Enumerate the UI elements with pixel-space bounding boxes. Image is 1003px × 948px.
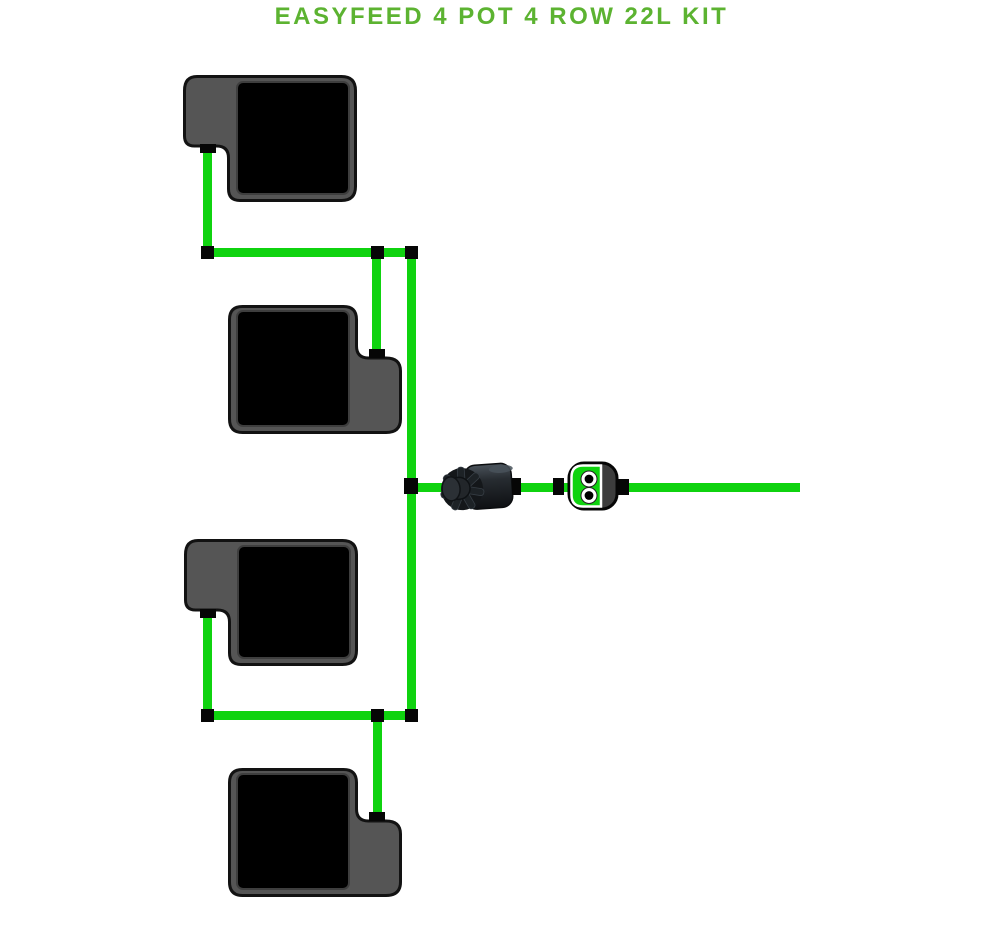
pot-4 [236, 773, 350, 890]
valve-outlet-coupler [616, 479, 629, 495]
tube-bottom-manifold [203, 711, 416, 720]
tube-pot2-drop [372, 257, 381, 351]
pot-tray-2 [228, 305, 402, 434]
pot2-outlet-fitting [369, 349, 385, 358]
valve-inlet-coupler [553, 478, 564, 495]
tube-pot3-drop [203, 617, 212, 715]
pot1-outlet-fitting [200, 144, 216, 153]
pot-tray-4 [228, 768, 402, 897]
tube-top-manifold [203, 248, 416, 257]
pot-3 [237, 545, 351, 659]
tee-connector-main [404, 478, 418, 494]
inline-pump-icon [440, 462, 514, 511]
pot-2 [236, 310, 350, 427]
page-title: EASYFEED 4 POT 4 ROW 22L KIT [274, 3, 729, 30]
pot-tray-3 [184, 539, 358, 666]
tube-pot4-drop [373, 720, 382, 814]
pot-tray-1 [183, 75, 357, 202]
pot3-outlet-fitting [200, 609, 216, 618]
tee-connector-pot4 [371, 709, 384, 722]
elbow-connector-bottom-right [405, 709, 418, 722]
elbow-connector-bottom-left [201, 709, 214, 722]
feed-valve-icon [567, 461, 619, 511]
pot-1 [236, 81, 350, 195]
elbow-connector-top-right [405, 246, 418, 259]
pot4-outlet-fitting [369, 812, 385, 821]
pump-outlet-coupler [512, 478, 521, 495]
tube-pot1-drop [203, 150, 212, 253]
elbow-connector-top-left [201, 246, 214, 259]
tee-connector-pot2 [371, 246, 384, 259]
